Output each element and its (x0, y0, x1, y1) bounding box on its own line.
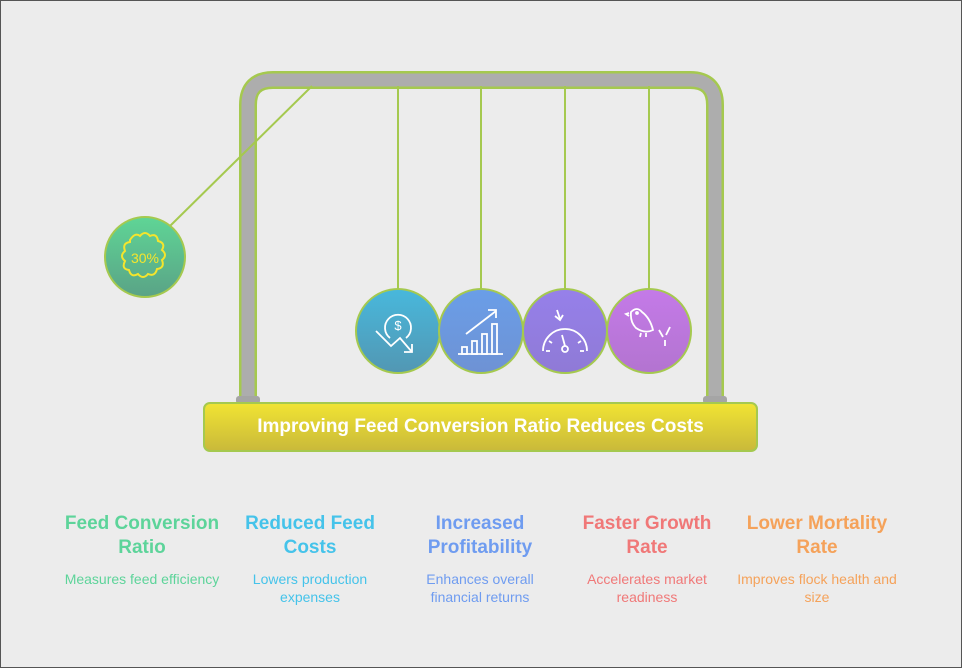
item-increased-profitability: Increased Profitability Enhances overall… (400, 488, 560, 606)
item-lower-mortality-rate: Lower Mortality Rate Improves flock heal… (737, 488, 897, 606)
item-title: Lower Mortality Rate (746, 513, 888, 558)
item-desc: Improves flock health and size (737, 571, 897, 605)
svg-text:$: $ (394, 318, 402, 333)
speedometer-icon (542, 309, 588, 353)
item-title: Reduced Feed Costs (245, 513, 375, 558)
item-faster-growth-rate: Faster Growth Rate Accelerates market re… (567, 488, 727, 606)
item-desc: Measures feed efficiency (64, 571, 220, 587)
item-feed-conversion-ratio: Feed Conversion Ratio Measures feed effi… (62, 488, 222, 588)
ball-faster-growth (522, 288, 608, 374)
ball-feed-conversion: 30% (104, 216, 186, 298)
badge-text: 30% (131, 250, 159, 266)
diagram-title: Improving Feed Conversion Ratio Reduces … (257, 416, 704, 437)
item-desc: Enhances overall financial returns (426, 571, 534, 605)
dollar-down-trend-icon: $ (375, 313, 413, 353)
item-title: Faster Growth Rate (582, 513, 712, 558)
bar-chart-growth-icon (458, 309, 503, 355)
ball-lower-mortality (606, 288, 692, 374)
ball-reduced-costs: $ (355, 288, 441, 374)
item-desc: Accelerates market readiness (587, 571, 707, 605)
item-desc: Lowers production expenses (252, 571, 368, 605)
ball-increased-profitability (438, 288, 524, 374)
title-banner-bg (203, 402, 758, 452)
chick-icon (623, 308, 671, 346)
percent-badge-icon (121, 232, 166, 278)
item-title: Increased Profitability (427, 513, 533, 558)
item-title: Feed Conversion Ratio (64, 513, 220, 558)
item-reduced-feed-costs: Reduced Feed Costs Lowers production exp… (230, 488, 390, 606)
